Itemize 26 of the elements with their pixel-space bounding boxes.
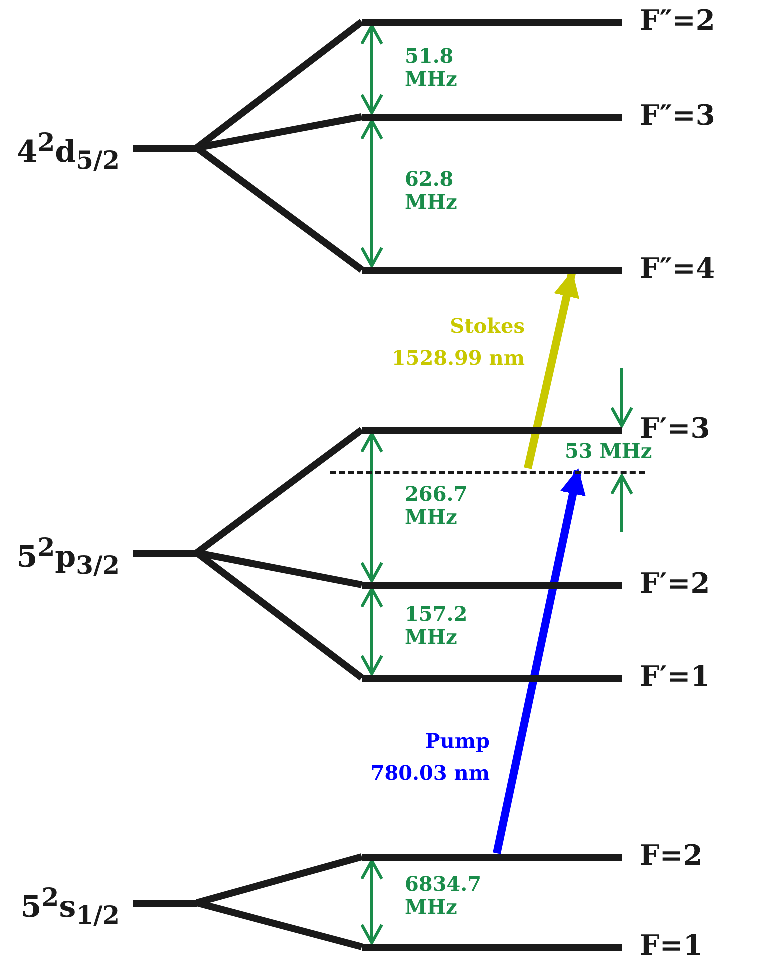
double-arrow xyxy=(360,860,384,944)
sublevel-label: F″=2 xyxy=(640,7,716,35)
level-label: 5$^{2}$s$_{1/2}$ xyxy=(20,885,120,928)
edge-label: 266.7 MHz xyxy=(405,483,469,529)
double-arrow xyxy=(360,432,384,582)
edge-label: 157.2 MHz xyxy=(405,603,469,649)
double-arrow xyxy=(360,24,384,114)
edge-label: Stokes 1528.99 nm xyxy=(390,313,525,372)
edge-label: 62.8 MHz xyxy=(405,168,458,214)
frequency-label: 53 MHz xyxy=(565,440,654,463)
splitting-line xyxy=(194,145,364,273)
double-arrow xyxy=(360,588,384,676)
sublevel-label: F=2 xyxy=(640,842,703,870)
sublevel-label: F′=1 xyxy=(640,663,710,691)
double-arrow xyxy=(360,120,384,268)
sublevel-label: F″=3 xyxy=(640,102,716,130)
sublevel-label: F″=4 xyxy=(640,255,716,283)
edge-label: 6834.7 MHz xyxy=(405,873,483,919)
sublevel-label: F′=3 xyxy=(640,415,710,443)
edge-label: Pump 780.03 nm xyxy=(370,728,490,787)
level-label: 5$^{2}$p$_{3/2}$ xyxy=(16,535,120,578)
sublevel-label: F′=2 xyxy=(640,570,710,598)
sublevel-label: F=1 xyxy=(640,932,703,960)
transition-arrow xyxy=(493,468,586,854)
edge-label: 51.8 MHz xyxy=(405,45,458,91)
level-label: 4$^{2}$d$_{5/2}$ xyxy=(16,130,120,173)
